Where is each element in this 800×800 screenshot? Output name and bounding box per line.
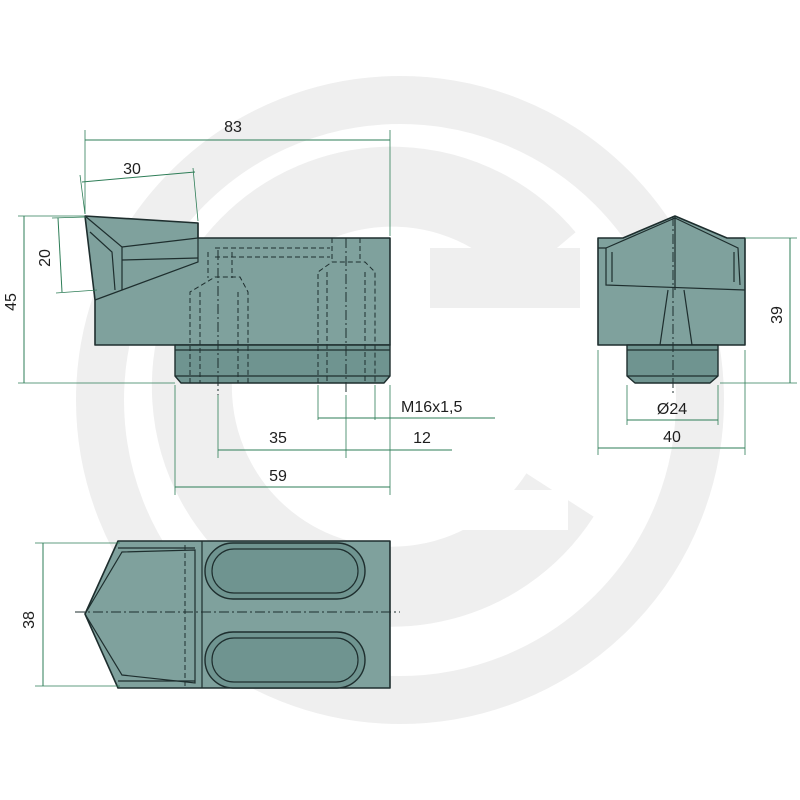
dim-total-height: 45 xyxy=(3,293,20,311)
dim-side-width: 40 xyxy=(663,429,681,446)
top-view-dimensions xyxy=(35,542,120,687)
front-view xyxy=(84,215,391,395)
dim-bolt-spacing: 35 xyxy=(269,430,287,447)
top-view xyxy=(75,540,400,689)
dim-side-height: 39 xyxy=(769,306,786,324)
g-logo-icon xyxy=(76,76,724,724)
dim-top-width: 38 xyxy=(21,611,38,629)
dim-tip-height: 20 xyxy=(37,249,54,267)
dim-bolt-offset: 12 xyxy=(413,430,431,447)
dim-base-length: 59 xyxy=(269,468,287,485)
dim-thread: M16x1,5 xyxy=(401,399,462,416)
front-view-dimensions xyxy=(18,130,495,495)
side-view-dimensions xyxy=(597,237,797,455)
dim-overall-length: 83 xyxy=(224,119,242,136)
dim-tip-length: 30 xyxy=(123,161,141,178)
dim-boss-diameter: Ø24 xyxy=(657,401,687,418)
side-view xyxy=(597,215,746,395)
